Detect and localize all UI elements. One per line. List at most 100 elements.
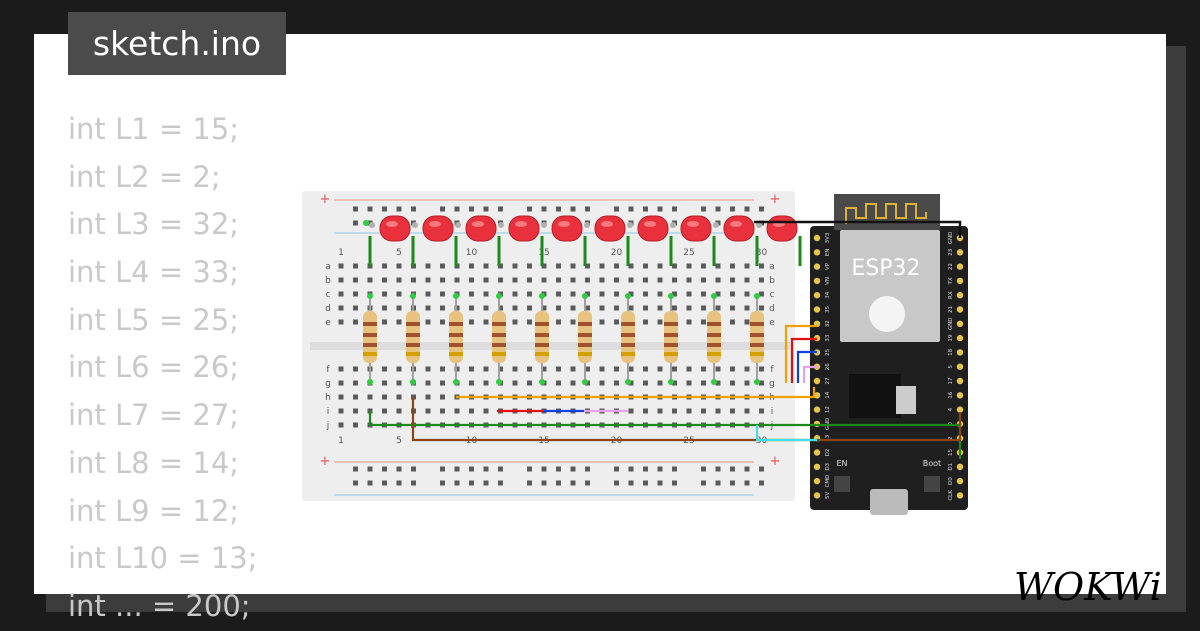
- esp32-pin[interactable]: [813, 249, 821, 256]
- resistor-band: [707, 343, 721, 347]
- hole: [701, 380, 706, 386]
- led[interactable]: [551, 215, 583, 242]
- hole: [614, 305, 619, 311]
- hole: [701, 263, 706, 269]
- esp32-pin[interactable]: [956, 363, 964, 370]
- rail-hole: [672, 466, 677, 472]
- led[interactable]: [723, 215, 755, 242]
- rail-hole: [585, 480, 590, 486]
- hole: [440, 408, 445, 414]
- hole: [570, 366, 576, 372]
- hole: [396, 394, 402, 400]
- esp32-pin[interactable]: [813, 420, 821, 428]
- hole: [672, 366, 677, 372]
- led[interactable]: [422, 215, 454, 242]
- hole: [353, 263, 358, 269]
- plus-label: +: [320, 454, 331, 469]
- hole: [628, 305, 634, 311]
- esp32-pin[interactable]: [813, 263, 821, 270]
- led[interactable]: [465, 215, 497, 242]
- led[interactable]: [680, 215, 712, 242]
- hole: [382, 394, 387, 400]
- rail-hole: [367, 466, 373, 472]
- resistor-row: [363, 293, 764, 385]
- esp32-pin[interactable]: [956, 249, 964, 256]
- hole: [469, 305, 474, 311]
- esp32-pin[interactable]: [956, 277, 964, 285]
- esp32-pin[interactable]: [956, 306, 964, 313]
- hole: [469, 277, 474, 283]
- hole: [570, 305, 576, 311]
- pin-label: 13: [825, 434, 831, 441]
- led-highlight: [601, 221, 613, 227]
- wires: [368, 220, 962, 459]
- hole: [686, 305, 692, 311]
- led[interactable]: [379, 215, 411, 242]
- resistor-band: [406, 352, 420, 356]
- rail-hole: [411, 466, 416, 472]
- rail-hole: [541, 206, 547, 212]
- rail-hole: [411, 480, 416, 486]
- esp32-pin[interactable]: [813, 292, 821, 299]
- esp32-pin[interactable]: [956, 263, 964, 270]
- pin-label: 17: [948, 377, 954, 384]
- esp32-pin[interactable]: [813, 277, 821, 285]
- pin-label: 4: [948, 407, 954, 411]
- esp32-pin[interactable]: [813, 492, 821, 499]
- hole: [585, 277, 590, 283]
- esp32-pin[interactable]: [956, 392, 964, 399]
- hole: [715, 380, 721, 386]
- led[interactable]: [766, 215, 798, 242]
- esp32-pin[interactable]: [956, 406, 964, 413]
- row-letter: i: [771, 407, 774, 417]
- rail-hole: [498, 480, 503, 486]
- hole: [643, 305, 648, 311]
- esp32-pin[interactable]: [813, 477, 821, 485]
- pin-label: RX: [948, 291, 954, 299]
- esp32-pin[interactable]: [956, 320, 964, 327]
- file-tab[interactable]: sketch.ino: [68, 12, 286, 75]
- hole: [425, 380, 431, 386]
- resistor-band: [750, 343, 764, 347]
- esp32-pin[interactable]: [813, 306, 821, 313]
- esp32-pin[interactable]: [956, 463, 964, 470]
- hole: [701, 408, 706, 414]
- esp32-pin[interactable]: [813, 234, 821, 242]
- hole: [541, 305, 547, 311]
- hole: [541, 263, 547, 269]
- en-button[interactable]: [834, 476, 850, 492]
- connection-dot: [496, 379, 502, 385]
- code-listing: int L1 = 15;int L2 = 2;int L3 = 32;int L…: [68, 106, 258, 631]
- esp32-pin[interactable]: [813, 449, 821, 456]
- led[interactable]: [594, 215, 626, 242]
- boot-button[interactable]: [924, 476, 940, 492]
- esp32-pin[interactable]: [813, 392, 821, 399]
- hole: [628, 263, 634, 269]
- led[interactable]: [508, 215, 540, 242]
- esp32-pin[interactable]: [813, 406, 821, 413]
- hole: [585, 305, 590, 311]
- esp32-pin[interactable]: [956, 377, 964, 385]
- hole: [759, 366, 764, 372]
- led[interactable]: [637, 215, 669, 242]
- hole: [469, 408, 474, 414]
- esp32-pin[interactable]: [956, 492, 964, 499]
- resistor-band: [664, 333, 678, 337]
- hole: [527, 380, 532, 386]
- esp32-pin[interactable]: [956, 334, 964, 342]
- row-letter: j: [326, 421, 330, 431]
- esp32-pin[interactable]: [813, 377, 821, 385]
- esp32-pin[interactable]: [956, 292, 964, 299]
- esp32-pin[interactable]: [956, 477, 964, 485]
- led-lead: [455, 222, 461, 228]
- rail-hole: [469, 206, 474, 212]
- row-letter: g: [769, 379, 775, 389]
- resistor-band: [363, 343, 377, 347]
- hole: [527, 366, 532, 372]
- hole: [338, 263, 344, 269]
- hole: [338, 291, 344, 297]
- esp32-pin[interactable]: [956, 349, 964, 356]
- pin-label: 34: [825, 291, 831, 298]
- esp32-pin[interactable]: [813, 463, 821, 470]
- pin-label: CLK: [948, 490, 954, 501]
